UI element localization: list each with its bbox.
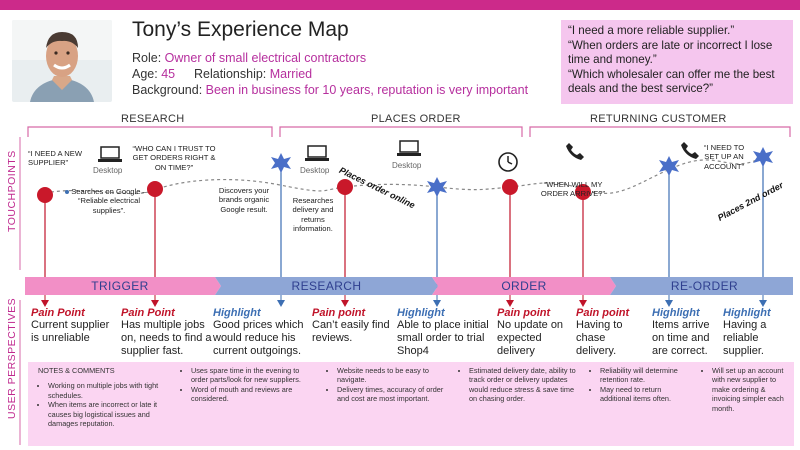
- perspective-text: Having to chase delivery.: [576, 319, 623, 358]
- phone-icon: [681, 142, 699, 159]
- desktop-label: Desktop: [392, 161, 422, 170]
- clock-icon: [498, 152, 518, 172]
- note-item: Word of mouth and reviews are considered…: [191, 385, 315, 404]
- laptop-icon: [98, 146, 122, 162]
- perspective-text: Having a reliable supplier.: [723, 319, 767, 358]
- background-line: Background: Been in business for 10 year…: [132, 83, 529, 97]
- note-item: Reliability will determine retention rat…: [600, 366, 690, 385]
- note-item: Uses spare time in the evening to order …: [191, 366, 315, 385]
- stage-order: ORDER: [501, 279, 547, 293]
- perspective-text: Has multiple jobs on, needs to find a su…: [121, 319, 212, 358]
- page-title: Tony’s Experience Map: [132, 18, 349, 41]
- perspective-item: Pain Point Current supplier is unreliabl…: [31, 307, 119, 345]
- stage-re-order: RE-ORDER: [670, 279, 739, 293]
- pain-point-label: Pain point: [497, 307, 551, 319]
- note-item: When items are incorrect or late it caus…: [48, 400, 168, 428]
- note-item: Website needs to be easy to navigate.: [337, 366, 447, 385]
- age-line: Age: 45: [132, 67, 176, 81]
- note-when-arrive: “WHEN WILL MY ORDER ARRIVE?”: [540, 180, 606, 199]
- quotes-box: “I need a more reliable supplier.” “When…: [561, 20, 793, 104]
- perspective-text: Good prices which would reduce his curre…: [213, 319, 304, 358]
- note-discovers: Discovers your brands organic Google res…: [218, 186, 270, 214]
- phase-places-order: PLACES ORDER: [371, 113, 461, 125]
- top-accent-bar: [0, 0, 800, 10]
- note-researches: Researches delivery and returns informat…: [292, 196, 334, 234]
- pain-point-label: Pain Point: [121, 307, 175, 319]
- perspective-item: Pain point Having to chase delivery.: [576, 307, 648, 359]
- note-who-trust: “WHO CAN I TRUST TO GET ORDERS RIGHT & O…: [132, 144, 216, 172]
- perspective-item: Highlight Good prices which would reduce…: [213, 307, 313, 359]
- notes-column: Website needs to be easy to navigate.Del…: [327, 366, 447, 404]
- perspective-text: Items arrive on time and are correct.: [652, 319, 710, 358]
- highlight-label: Highlight: [723, 307, 771, 319]
- perspective-item: Pain point Can’t easily find reviews.: [312, 307, 396, 345]
- highlight-label: Highlight: [397, 307, 445, 319]
- phone-icon: [566, 143, 584, 160]
- perspective-item: Highlight Having a reliable supplier.: [723, 307, 793, 359]
- quote: “Which wholesaler can offer me the best …: [568, 67, 775, 96]
- role-line: Role: Owner of small electrical contract…: [132, 51, 367, 65]
- notes-column: NOTES & COMMENTS Working on multiple job…: [38, 366, 168, 428]
- note-google: Searches on Google – “Reliable electrica…: [71, 187, 147, 215]
- stage-research: RESEARCH: [291, 279, 362, 293]
- perspective-item: Pain point No update on expected deliver…: [497, 307, 571, 359]
- stage-trigger: TRIGGER: [91, 279, 149, 293]
- note-item: Working on multiple jobs with tight sche…: [48, 381, 168, 400]
- note-set-up-account: “I NEED TO SET UP AN ACCOUNT”: [703, 143, 745, 171]
- laptop-icon: [397, 140, 421, 156]
- perspective-text: No update on expected delivery: [497, 319, 564, 358]
- laptop-icon: [305, 145, 329, 161]
- desktop-label: Desktop: [93, 166, 123, 175]
- perspective-item: Pain Point Has multiple jobs on, needs t…: [121, 307, 219, 359]
- note-item: May need to return additional items ofte…: [600, 385, 690, 404]
- relationship-line: Relationship: Married: [194, 67, 313, 81]
- notes-column: Uses spare time in the evening to order …: [181, 366, 315, 404]
- highlight-label: Highlight: [213, 307, 261, 319]
- notes-column: Reliability will determine retention rat…: [590, 366, 690, 404]
- pain-point-label: Pain point: [576, 307, 630, 319]
- desktop-label: Desktop: [300, 166, 330, 175]
- perspective-text: Can’t easily find reviews.: [312, 319, 390, 345]
- perspective-item: Highlight Items arrive on time and are c…: [652, 307, 720, 359]
- quote: “When orders are late or incorrect I los…: [568, 38, 773, 67]
- pain-point-label: Pain Point: [31, 307, 85, 319]
- notes-panel: [28, 362, 794, 446]
- note-item: Will set up an account with new supplier…: [712, 366, 792, 413]
- note-need-supplier: “I NEED A NEW SUPPLIER”: [28, 149, 83, 168]
- notes-column: Estimated delivery date, ability to trac…: [459, 366, 579, 404]
- notes-header: NOTES & COMMENTS: [38, 366, 115, 375]
- phase-returning-customer: RETURNING CUSTOMER: [590, 113, 727, 125]
- highlight-label: Highlight: [652, 307, 700, 319]
- quote: “I need a more reliable supplier.”: [568, 24, 735, 37]
- notes-column: Will set up an account with new supplier…: [702, 366, 792, 413]
- pain-point-label: Pain point: [312, 307, 366, 319]
- note-item: Estimated delivery date, ability to trac…: [469, 366, 579, 404]
- avatar: [12, 20, 112, 102]
- perspective-text: Current supplier is unreliable: [31, 319, 110, 345]
- phase-research: RESEARCH: [121, 113, 185, 125]
- perspective-text: Able to place initial small order to tri…: [397, 319, 489, 358]
- perspective-item: Highlight Able to place initial small or…: [397, 307, 489, 359]
- note-item: Delivery times, accuracy of order and co…: [337, 385, 447, 404]
